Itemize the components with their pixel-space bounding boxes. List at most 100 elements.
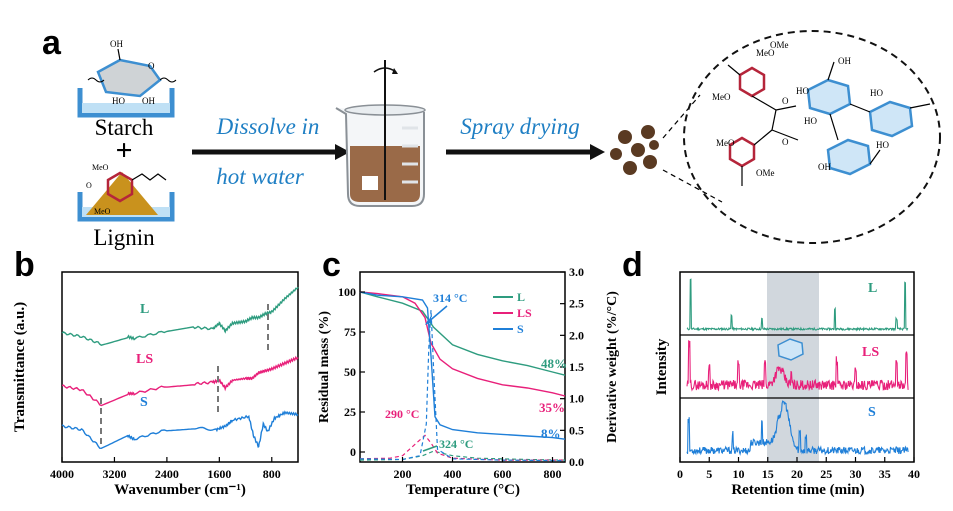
zoom-ho-2: HO [804,116,817,126]
panel-label-c: c [322,246,341,284]
hplc-xtick-label: 10 [733,467,745,481]
zoom-meo-1: MeO [756,48,775,58]
hplc-ylabel: Intensity [654,338,670,395]
panel-label-d: d [622,246,643,284]
plus-sign: + [115,134,132,167]
ftir-series-ls [61,355,299,407]
tga-ytick-right-label: 0.0 [569,455,584,469]
tga-ylabel-right: Derivative weight (%/°C) [605,291,620,443]
tga-mass-ls [359,291,566,397]
hplc-label-l: L [868,281,877,296]
starch-oh2-label: OH [142,96,155,106]
zoom-ome-2: OMe [756,168,775,178]
hplc-xlabel: Retention time (min) [731,482,864,498]
tga-ytick-left-label: 50 [344,365,356,379]
hplc-xtick-label: 40 [908,467,920,481]
lignin-meo-top: MeO [92,163,109,172]
tga-annot-290: 290 °C [385,407,419,421]
zoom-oh-1: OH [838,56,851,66]
zoom-meo-2: MeO [712,92,731,102]
starch-ho-label: HO [112,96,125,106]
lignin-o-label: O [86,181,92,190]
tga-mass-l [359,291,566,376]
hplc-xtick-label: 15 [762,467,774,481]
tga-legend-l: L [517,290,525,304]
lignin-label: Lignin [93,225,155,250]
hplc-highlight-band [767,272,819,462]
tga-ytick-right-label: 3.0 [569,265,584,279]
scheme-panel: OH HO OH O Starch + MeO O MeO Lignin Dis… [77,30,941,250]
step-spray-drying: Spray drying [460,114,579,139]
ftir-series-l [61,286,299,346]
tga-ylabel-left: Residual mass (%) [317,311,332,423]
tga-ytick-left-label: 0 [350,445,356,459]
ftir-label-l: L [140,302,149,317]
starch-oh-label: OH [110,39,123,49]
hplc-xtick-label: 30 [850,467,862,481]
ftir-xtick-label: 800 [263,467,281,481]
hplc-series-l [686,278,909,332]
starch-structure: OH HO OH O [77,39,177,118]
zoom-o-1: O [782,96,789,106]
ftir-label-ls: LS [136,352,153,367]
ftir-xtick-label: 1600 [207,467,231,481]
tga-annot-8: 8% [541,426,561,441]
tga-ytick-right-label: 2.0 [569,328,584,342]
hplc-series-s [686,400,909,456]
zoom-meo-3: MeO [716,138,735,148]
tga-deriv-ls [359,434,565,461]
particles [610,125,659,175]
ftir-plot-frame [61,271,299,463]
tga-annot-324: 324 °C [439,437,473,451]
starch-label: Starch [95,115,154,140]
ftir-label-s: S [140,395,148,410]
tga-xtick-label: 800 [544,467,562,481]
beaker-icon [335,60,426,207]
tga-mass-s [359,291,566,440]
ftir-xtick-label: 2400 [155,467,179,481]
zoom-o-2: O [782,137,789,147]
panel-label-a: a [42,24,61,62]
ftir-xlabel: Wavenumber (cm⁻¹) [114,482,246,498]
tga-annot-314: 314 °C [433,291,467,305]
tga-ytick-right-label: 1.5 [569,360,584,374]
tga-ytick-right-label: 1.0 [569,392,584,406]
tga-deriv-s [359,309,566,462]
step-dissolve-line1: Dissolve in [216,114,320,139]
tga-legend-ls: LS [517,306,532,320]
hplc-series-ls [686,340,909,392]
zoom-ho-3: HO [870,88,883,98]
hplc-xtick-label: 20 [791,467,803,481]
zoom-circle: MeO OMe MeO MeO OMe O O OH HO HO HO HO O… [683,30,941,244]
tga-annot-35: 35% [539,400,565,415]
hplc-label-s: S [868,405,876,420]
lignin-meo-bottom: MeO [94,207,111,216]
zoom-ho-1: HO [796,86,809,96]
tga-ytick-right-label: 2.5 [569,297,584,311]
chart-tga: 200 400 600 800 0 25 50 75 100 0.0 0.5 1.0 1.5 2.0 2.5… [317,265,620,498]
zoom-ome-1: OMe [770,40,789,50]
tga-legend-s: S [517,322,524,336]
hplc-xtick-label: 5 [706,467,712,481]
tga-legend: L LS S [493,290,532,336]
tga-ytick-left-label: 100 [338,285,356,299]
ftir-series-s [61,410,299,450]
ftir-xtick-label: 3200 [102,467,126,481]
tga-xlabel: Temperature (°C) [406,482,520,498]
hplc-xtick-label: 0 [677,467,683,481]
tga-xtick-label: 600 [494,467,512,481]
hplc-xtick-label: 25 [820,467,832,481]
starch-o-label: O [148,61,155,71]
chart-ftir: 4000 3200 2400 1600 800 L LS S Wavenumber (c… [12,271,299,498]
panel-label-b: b [14,246,35,284]
zoom-ho-4: HO [876,140,889,150]
tga-ytick-left-label: 75 [344,325,356,339]
tga-xtick-label: 400 [444,467,462,481]
tga-ytick-right-label: 0.5 [569,423,584,437]
lignin-structure: MeO O MeO [77,163,175,222]
step-dissolve-line2: hot water [216,164,305,189]
tga-annot-48: 48% [541,356,567,371]
tga-ytick-left-label: 25 [344,405,356,419]
ftir-xtick-label: 4000 [50,467,74,481]
tga-xtick-label: 200 [394,467,412,481]
